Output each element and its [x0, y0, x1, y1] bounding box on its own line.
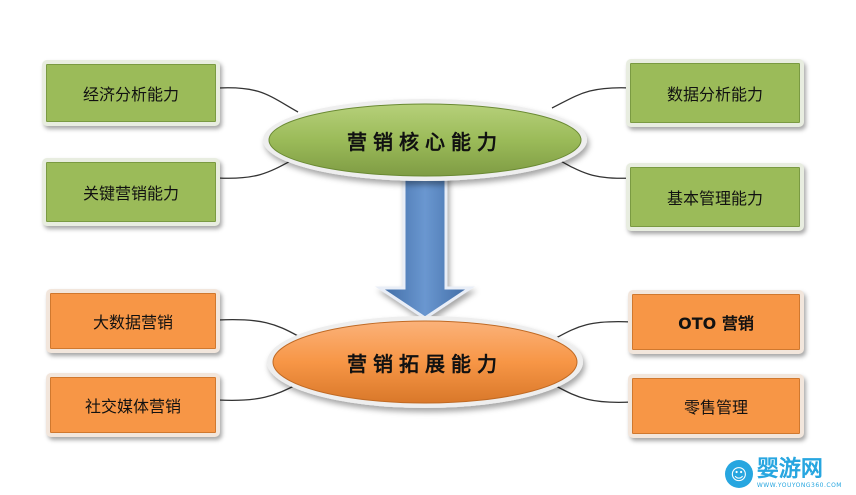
- node-big-data-marketing: 大数据营销: [46, 289, 220, 353]
- watermark-url: WWW.YOUYONG360.COM: [756, 482, 842, 489]
- connector-top-right-1: [551, 87, 633, 109]
- watermark-brand: 婴游网: [756, 457, 823, 482]
- core-capability-label: 营销核心能力: [347, 129, 503, 154]
- connector-top-left-2: [217, 157, 297, 179]
- connector-bottom-right-1: [555, 320, 633, 339]
- node-basic-management: 基本管理能力: [626, 163, 804, 231]
- node-key-marketing: 关键营销能力: [42, 158, 220, 226]
- node-social-media-marketing: 社交媒体营销: [46, 373, 220, 437]
- baby-face-icon: ☺: [724, 460, 753, 488]
- watermark-logo: ☺ 婴游网 WWW.YOUYONG360.COM: [724, 457, 842, 489]
- node-data-analysis: 数据分析能力: [626, 59, 804, 127]
- node-economic-analysis: 经济分析能力: [42, 60, 220, 126]
- connector-top-left-1: [217, 87, 299, 113]
- connector-bottom-right-2: [555, 385, 633, 404]
- connector-bottom-left-2: [217, 383, 299, 402]
- node-retail-management: 零售管理: [628, 374, 804, 438]
- connector-bottom-left-1: [217, 318, 299, 337]
- node-oto-marketing: OTO 营销: [628, 290, 804, 354]
- expansion-capability-label: 营销拓展能力: [347, 351, 503, 376]
- down-arrow-icon: [375, 166, 475, 320]
